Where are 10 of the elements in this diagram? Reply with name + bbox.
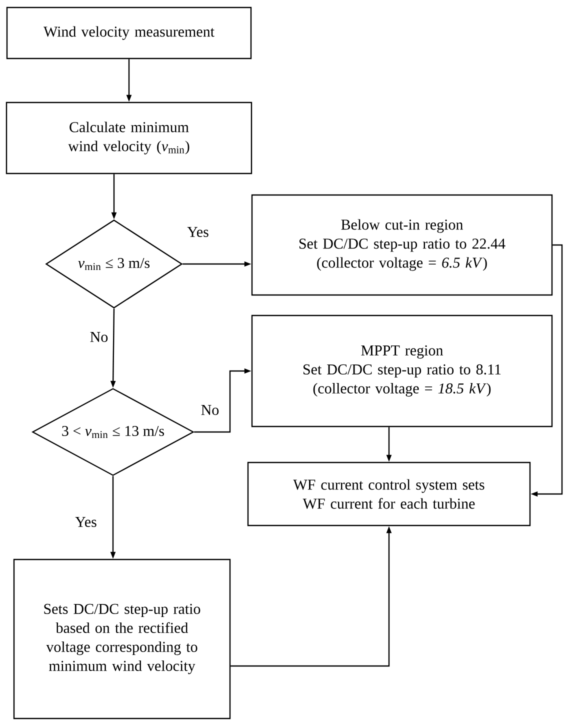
edge-label: No — [200, 404, 220, 416]
process-box: Sets DC/DC step-up ratio based on the rectified voltage corresponding to minimum wind velocity — [13, 558, 231, 720]
process-box: Below cut-in region Set DC/DC step-up ratio to 22.44 (collector voltage = 6.5 kV) — [251, 194, 553, 296]
process-box: MPPT region Set DC/DC step-up ratio to 8.11 (collector voltage = 18.5 kV) — [251, 314, 553, 428]
process-box: Calculate minimum wind velocity (v$_{min}$) — [6, 102, 252, 174]
edge-label: No — [88, 331, 110, 343]
edge-label: Yes — [186, 226, 210, 238]
edge-label: Yes — [74, 516, 98, 528]
process-box: Wind velocity measurement — [6, 6, 252, 60]
process-box: WF current control system sets WF current for each turbine — [247, 462, 531, 526]
